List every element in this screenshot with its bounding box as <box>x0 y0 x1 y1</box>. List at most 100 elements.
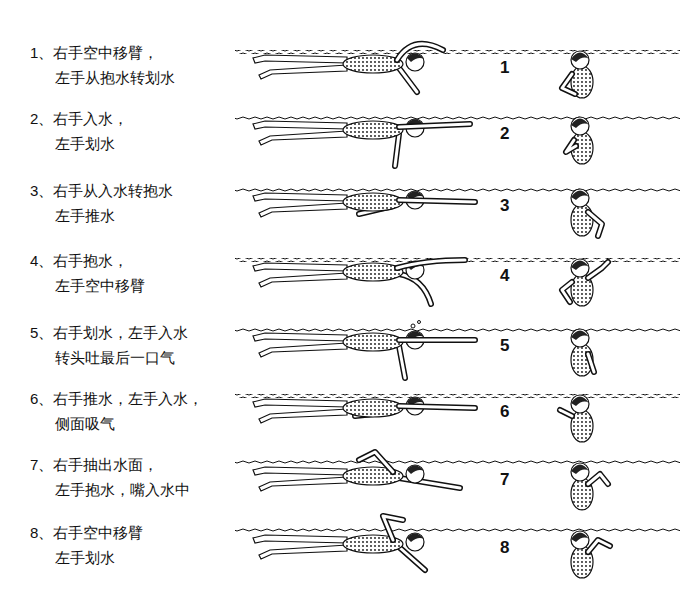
arm <box>588 354 594 372</box>
swimmer-front <box>571 329 594 376</box>
swimmer-side <box>253 44 443 92</box>
arm <box>399 346 405 378</box>
arm <box>397 260 465 268</box>
arm <box>588 262 608 278</box>
caption-line: 4、右手抱水， <box>30 248 145 273</box>
water-line <box>235 460 680 464</box>
arm <box>588 212 602 236</box>
step-number: 3 <box>500 196 509 216</box>
swimmer-body <box>571 395 593 442</box>
arm <box>399 200 475 202</box>
water-line <box>235 188 680 192</box>
caption-line: 6、右手推水，左手入水， <box>30 386 203 411</box>
arm <box>399 124 470 127</box>
arm <box>560 410 572 416</box>
arm <box>399 337 475 343</box>
swimmer-body <box>253 119 424 145</box>
caption-line: 左手推水 <box>30 203 173 228</box>
swimmer-front <box>566 117 593 164</box>
arm <box>588 262 608 278</box>
swimmer-body <box>571 329 593 376</box>
arm <box>588 540 610 552</box>
swimmer-side <box>253 260 465 304</box>
caption-line: 转头吐最后一口气 <box>30 345 188 370</box>
swimmer-body <box>253 397 424 423</box>
arm <box>562 74 575 94</box>
swimmer-body <box>571 531 593 578</box>
arm <box>588 354 594 372</box>
arm <box>562 282 572 302</box>
caption-line: 侧面吸气 <box>30 411 203 436</box>
swimmer-side <box>253 119 470 166</box>
swimmer-side <box>253 191 475 217</box>
arm <box>588 540 610 552</box>
arm <box>566 140 576 152</box>
caption-line: 8、右手空中移臂 <box>30 520 143 545</box>
swimmer-body <box>253 191 424 217</box>
swimmer-side <box>253 397 475 423</box>
step-number: 2 <box>500 124 509 144</box>
swimmer-body <box>571 463 593 510</box>
arm <box>399 406 475 408</box>
arm <box>383 516 403 540</box>
arm <box>588 212 602 236</box>
step-caption: 5、右手划水，左手入水 转头吐最后一口气 <box>30 320 188 370</box>
arm <box>562 74 575 94</box>
arm <box>399 124 470 127</box>
caption-line: 3、右手从入水转抱水 <box>30 178 173 203</box>
step-number: 5 <box>500 336 509 356</box>
water-line <box>235 116 680 120</box>
arm <box>397 44 443 60</box>
swimmer-side <box>253 452 460 491</box>
step-number: 8 <box>500 538 509 558</box>
arm <box>399 68 417 92</box>
step-number: 4 <box>500 266 509 286</box>
water-line <box>235 328 680 332</box>
arm <box>395 134 399 166</box>
arm <box>588 474 608 484</box>
step-caption: 2、右手入水， 左手划水 <box>30 106 128 156</box>
arm <box>399 346 405 378</box>
arm <box>359 452 393 472</box>
swimmer-side <box>253 516 425 570</box>
caption-line: 5、右手划水，左手入水 <box>30 320 188 345</box>
step-caption: 8、右手空中移臂 左手划水 <box>30 520 143 570</box>
caption-line: 左手抱水，嘴入水中 <box>30 477 190 502</box>
arm <box>560 410 572 416</box>
water-line <box>235 50 680 54</box>
swimmer-front <box>560 395 593 442</box>
step-number: 1 <box>500 58 509 78</box>
arm <box>399 200 475 202</box>
arm <box>397 44 443 60</box>
water-line <box>235 528 680 532</box>
arm <box>395 134 399 166</box>
caption-line: 1、右手空中移臂， <box>30 40 175 65</box>
water-line <box>235 394 680 398</box>
step-caption: 7、右手抽出水面， 左手抱水，嘴入水中 <box>30 452 190 502</box>
swimmer-body <box>253 533 424 559</box>
bubble <box>411 324 415 328</box>
arm <box>566 140 576 152</box>
swimmer-body <box>253 331 424 357</box>
step-caption: 4、右手抱水， 左手空中移臂 <box>30 248 145 298</box>
caption-line: 7、右手抽出水面， <box>30 452 190 477</box>
arm <box>383 516 403 540</box>
swimmer-front <box>571 189 602 236</box>
caption-line: 左手划水 <box>30 131 128 156</box>
bubble <box>418 321 421 324</box>
caption-line: 左手从抱水转划水 <box>30 65 175 90</box>
swimmer-front <box>562 259 608 306</box>
arm <box>359 452 393 472</box>
arm <box>562 282 572 302</box>
step-number: 7 <box>500 470 509 490</box>
step-caption: 1、右手空中移臂， 左手从抱水转划水 <box>30 40 175 90</box>
arm <box>399 339 475 342</box>
arm <box>399 68 417 92</box>
water-lines <box>235 50 680 532</box>
step-number: 6 <box>500 402 509 422</box>
arm <box>399 406 475 408</box>
caption-line: 2、右手入水， <box>30 106 128 131</box>
swimmer-side <box>253 321 475 379</box>
caption-line: 左手划水 <box>30 545 143 570</box>
